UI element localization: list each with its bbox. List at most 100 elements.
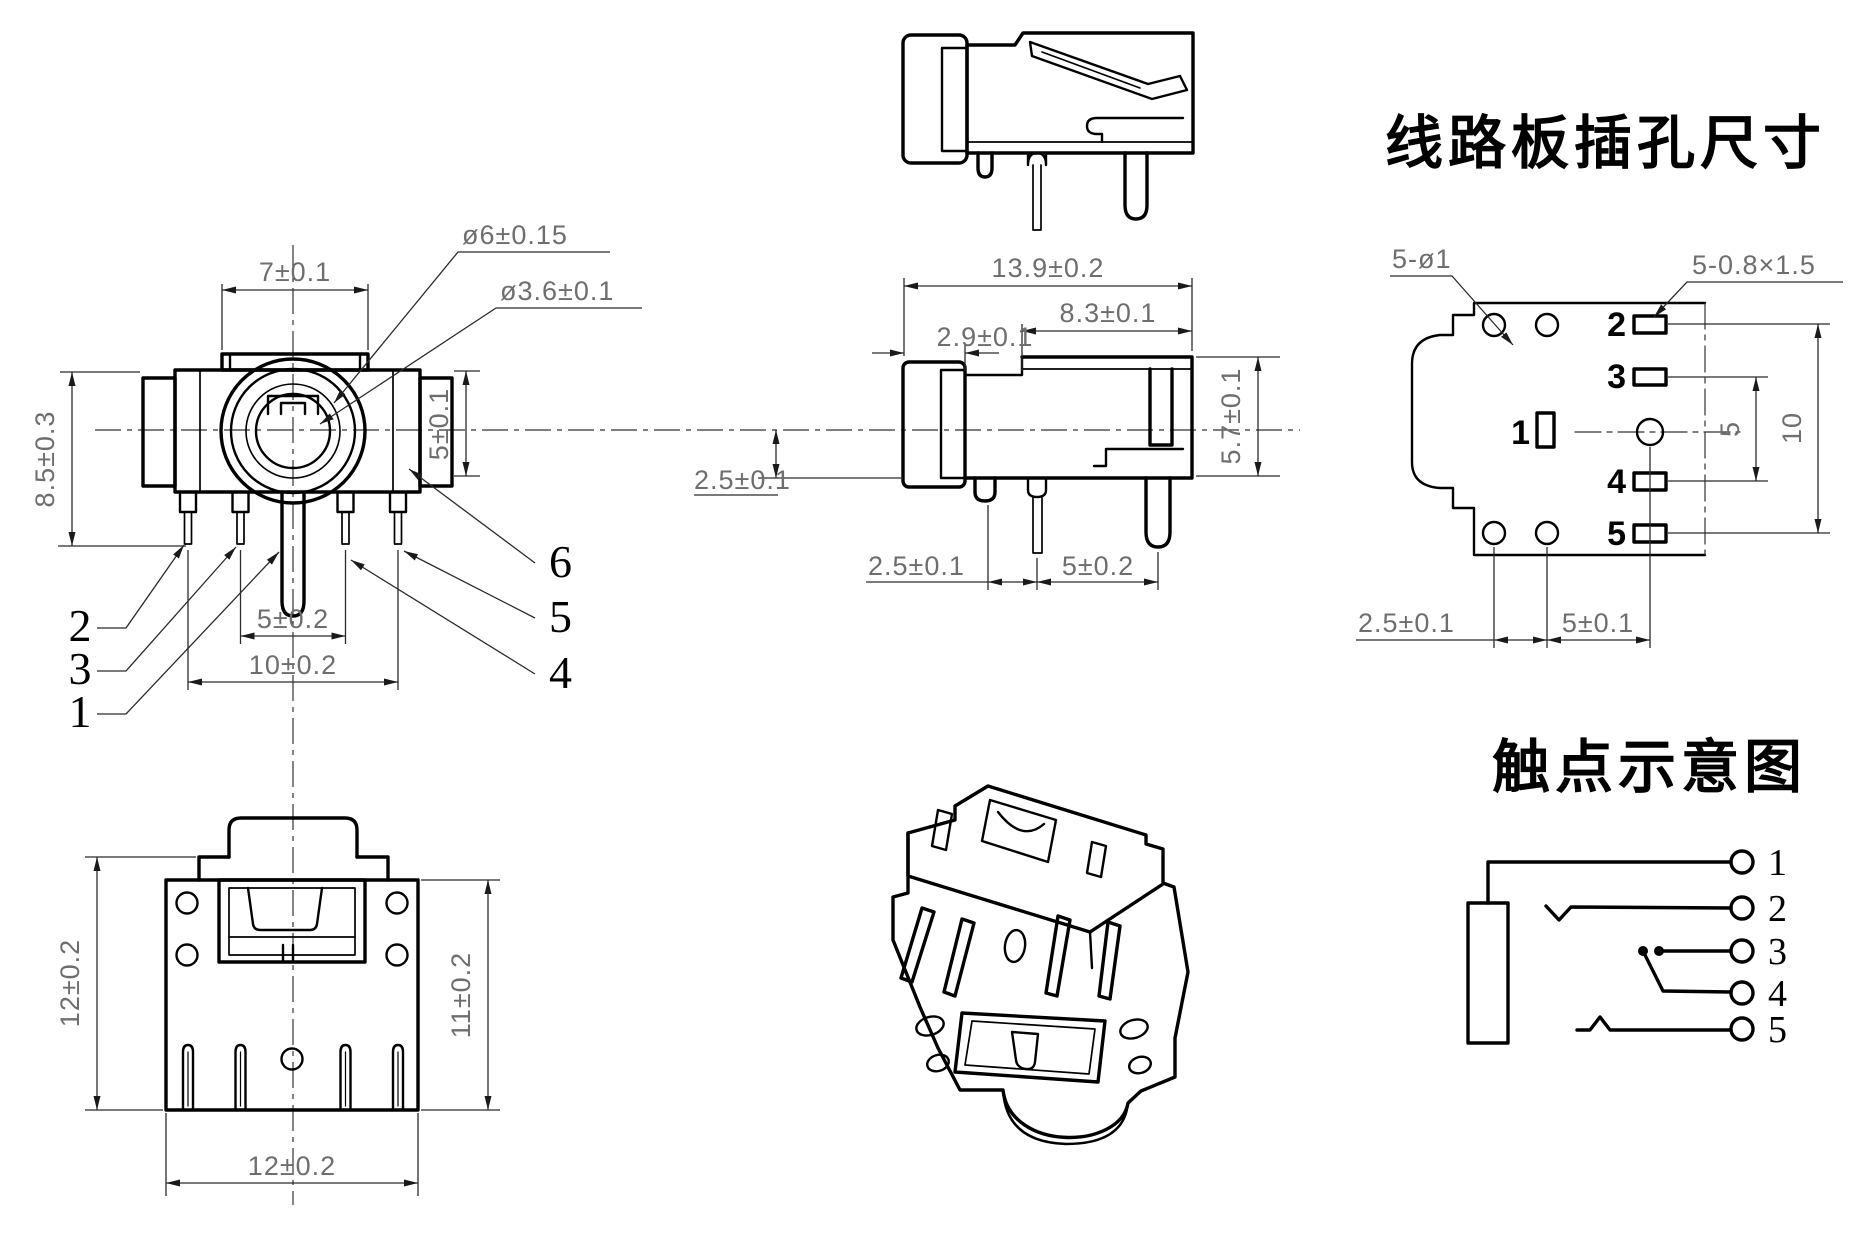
jack-front-outline [141, 352, 454, 618]
pcb-slot-callout-text: 5-0.8×1.5 [1692, 250, 1816, 280]
top-dim-width-text: 12±0.2 [248, 1151, 336, 1181]
top-view-outline [164, 816, 420, 1112]
side-view-dimensions: 13.9±0.2 8.3±0.1 2.9±0.1 2.5±0.1 [694, 253, 1280, 590]
center-lines [95, 245, 1300, 1205]
leader-label-4: 4 [549, 647, 572, 698]
iso-bottom-window [953, 1011, 1107, 1084]
dim-total-height-text: 8.5±0.3 [30, 411, 60, 508]
dim-body-length-text: 8.3±0.1 [1060, 298, 1157, 328]
body-outline [173, 368, 422, 494]
top-view-dimensions: 12±0.2 11±0.2 12±0.2 [55, 856, 500, 1196]
wire-5 [1575, 1015, 1733, 1032]
pcb-outline [1410, 301, 1707, 557]
front-view-pin-leaders: 2 3 1 6 5 4 [69, 468, 572, 737]
small-bezel [901, 33, 969, 165]
terminal-circle-4 [1729, 980, 1755, 1006]
center-pin [280, 490, 306, 618]
pcb-dim-pad-span-text: 10 [1777, 412, 1807, 444]
pcb-dim-pad-pitch-text: 5 [1715, 421, 1745, 437]
side-view-outline [901, 355, 1194, 554]
front-pins [178, 490, 408, 618]
dim-total-length: 13.9±0.2 [903, 253, 1193, 356]
iso-pin-2 [942, 917, 976, 998]
outer-hole-circle [229, 367, 357, 495]
dim-side-height: 5.7±0.1 [1196, 356, 1280, 477]
leader-label-1: 1 [69, 686, 92, 737]
dim-total-height: 8.5±0.3 [30, 371, 186, 547]
pcb-view-title: 线路板插孔尺寸 [1385, 111, 1826, 176]
front-view: 7±0.1 ø6±0.15 ø3.6±0.1 8.5±0.3 5±0.1 [30, 220, 642, 737]
dim-body-height-text: 5±0.1 [424, 388, 454, 460]
side-view-small [901, 31, 1195, 231]
top-dim-height-total-text: 12±0.2 [55, 939, 85, 1027]
pcb-dim-hole-to-pad-text: 5±0.1 [1562, 608, 1634, 638]
terminal-circle-1 [1729, 849, 1755, 875]
dim-axis-to-bottom-text: 2.5±0.1 [694, 465, 791, 495]
top-dim-height-body-text: 11±0.2 [446, 952, 476, 1038]
dim-pin-pitch-front-text: 2.5±0.1 [868, 551, 965, 581]
side-shield-tab [1092, 447, 1185, 468]
mounting-ear-left [141, 376, 177, 488]
isometric-view [891, 784, 1190, 1146]
pcb-dimensions: 5 10 2.5±0.1 5±0.1 [1356, 323, 1830, 648]
side-bezel [901, 360, 967, 489]
dim-pin-span-text: 10±0.2 [249, 650, 337, 680]
wire-1 [1486, 860, 1733, 905]
dim-body-length: 8.3±0.1 [1021, 298, 1192, 371]
iso-outer-silhouette [891, 784, 1190, 1140]
pcb-hole-top-2 [1534, 312, 1560, 338]
pcb-pad-label-1: 1 [1511, 414, 1530, 452]
dim-outer-dia: ø6±0.15 [333, 220, 610, 404]
dim-inner-dia: ø3.6±0.1 [319, 276, 642, 425]
mounting-ear-right [418, 376, 454, 488]
leader-label-3: 3 [69, 643, 92, 694]
pcb-hole-callout-text: 5-ø1 [1392, 244, 1452, 274]
contact-view-title: 触点示意图 [1492, 735, 1807, 800]
top-view-center-hole [280, 1047, 304, 1071]
pcb-slot-2 [1632, 314, 1668, 335]
pcb-hole-bottom-1 [1481, 520, 1507, 546]
pcb-pad-label-5: 5 [1607, 515, 1626, 553]
iso-pin-4 [1097, 920, 1122, 1001]
pcb-pad-label-4: 4 [1607, 463, 1626, 501]
dim-inner-dia-text: ø3.6±0.1 [500, 276, 614, 306]
pcb-dim-hole-pitch-text: 2.5±0.1 [1358, 608, 1455, 638]
iso-pin-3 [1044, 914, 1072, 998]
terminal-circle-5 [1729, 1016, 1755, 1042]
pcb-hole-top-1 [1481, 312, 1507, 338]
dim-total-length-text: 13.9±0.2 [992, 253, 1105, 283]
pcb-callouts: 5-ø1 5-0.8×1.5 [1390, 244, 1843, 346]
dim-side-height-text: 5.7±0.1 [1216, 368, 1246, 465]
leader-label-2: 2 [69, 600, 92, 651]
dim-pin-pitch: 5±0.2 [239, 550, 347, 644]
barrel-circle [219, 357, 367, 505]
pcb-slot-3 [1632, 367, 1668, 387]
top-view-body [164, 878, 420, 1112]
pcb-hole-view: 线路板插孔尺寸 1 2 3 4 5 5-ø1 5-0.8×1.5 [1356, 111, 1843, 648]
dim-pin-pitch-text: 5±0.2 [257, 604, 329, 634]
contact-tab [266, 394, 320, 416]
front-view-dimensions: 7±0.1 ø6±0.15 ø3.6±0.1 8.5±0.3 5±0.1 [30, 220, 642, 690]
terminal-label-5: 5 [1768, 1009, 1787, 1051]
dim-bezel-length: 2.9±0.1 [872, 322, 1032, 371]
dim-cap-width-text: 7±0.1 [259, 257, 331, 287]
top-cap [220, 352, 370, 372]
dim-body-height: 5±0.1 [424, 370, 480, 477]
iso-pin-1 [899, 906, 936, 984]
side-view: 13.9±0.2 8.3±0.1 2.9±0.1 2.5±0.1 [694, 253, 1280, 590]
top-view: 12±0.2 11±0.2 12±0.2 [55, 816, 500, 1196]
terminal-label-4: 4 [1768, 973, 1787, 1015]
dim-outer-dia-text: ø6±0.15 [462, 220, 568, 250]
pcb-pad-label-3: 3 [1607, 358, 1626, 396]
pcb-slot-1 [1535, 411, 1556, 449]
leader-label-5: 5 [549, 591, 572, 642]
small-spring [1028, 40, 1189, 101]
dim-side-pin-pitches: 2.5±0.1 5±0.2 [866, 505, 1159, 590]
dim-pin-pitch-rear-text: 5±0.2 [1062, 551, 1134, 581]
terminal-circle-3 [1729, 938, 1755, 964]
dim-cap-width: 7±0.1 [221, 257, 369, 350]
iso-oval-hole [1003, 928, 1027, 964]
terminal-circle-2 [1729, 895, 1755, 921]
